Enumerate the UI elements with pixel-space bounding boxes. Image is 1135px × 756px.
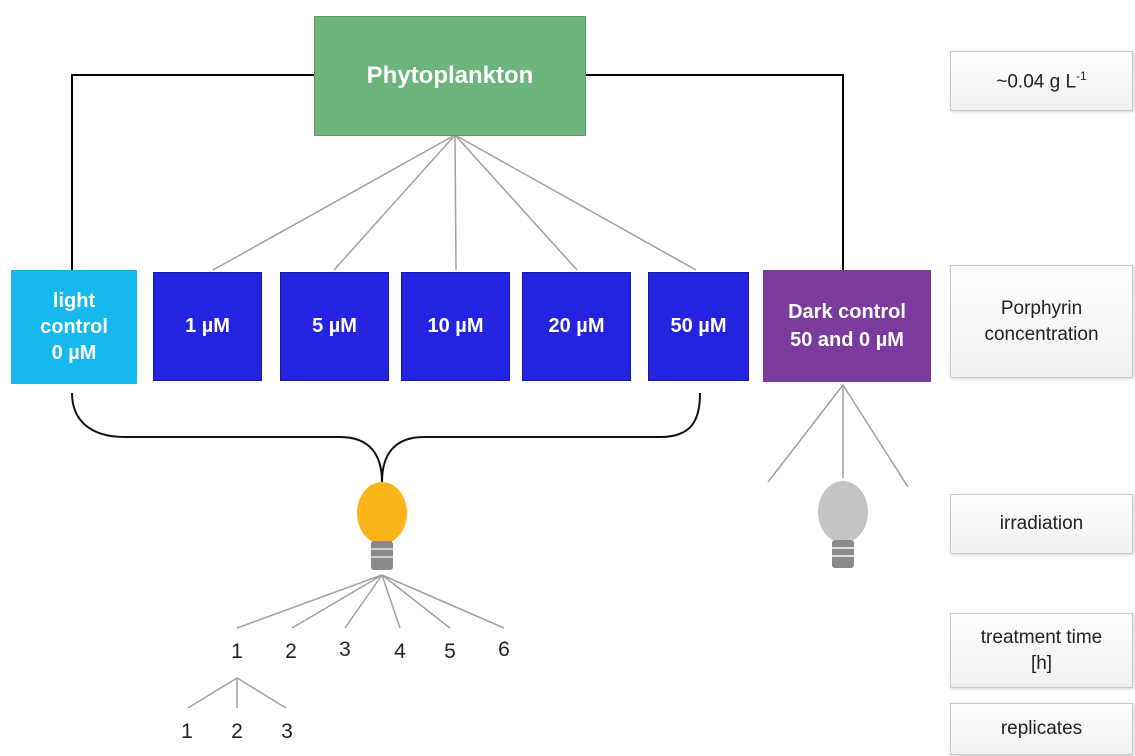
porphyrin-line-2: concentration [984,323,1099,345]
treatment-time-4: 4 [394,640,406,663]
phytoplankton-box: Phytoplankton [314,16,586,136]
fan-lines-replicates [187,677,287,709]
irradiation-label: irradiation [950,494,1133,554]
treatment-time-1: 1 [231,640,243,663]
treatment-time-3: 3 [339,638,351,661]
treatment-time-line-2: [h] [1030,652,1053,674]
concentration-label: 10 µM [427,315,484,337]
connector-top-left [71,74,315,270]
porphyrin-concentration-label: Porphyrin concentration [950,265,1133,378]
treatment-time-6: 6 [498,638,510,661]
concentration-box-5: 5 µM [280,272,389,381]
treatment-time-5: 5 [444,640,456,663]
concentration-label: 1 µM [185,315,230,337]
fan-lines-concentration [212,134,697,271]
replicate-1: 1 [181,720,193,743]
phytoplankton-concentration-label: ~0.04 g L-1 [950,51,1133,111]
porphyrin-line-1: Porphyrin [1000,297,1083,319]
dark-control-line-1: Dark control [788,301,906,323]
light-control-box: light control 0 µM [11,270,137,384]
concentration-label: 20 µM [548,315,605,337]
light-group-brace [71,392,701,483]
replicates-text: replicates [1000,718,1083,740]
concentration-label: 50 µM [670,315,727,337]
phytoplankton-label: Phytoplankton [366,62,534,89]
replicates-label: replicates [950,703,1133,755]
connector-top-right [585,74,844,270]
light-control-line-3: 0 µM [51,342,97,364]
irradiation-text: irradiation [999,513,1084,535]
light-bulb-icon [357,482,407,570]
concentration-box-20: 20 µM [522,272,631,381]
replicate-2: 2 [231,720,243,743]
fan-lines-treatment-time [236,574,505,629]
concentration-box-1: 1 µM [153,272,262,381]
fan-lines-dark [767,384,909,488]
concentration-unit-exponent: -1 [1076,68,1087,83]
concentration-value: ~0.04 g L [996,70,1077,92]
treatment-time-label: treatment time [h] [950,613,1133,688]
replicate-3: 3 [281,720,293,743]
concentration-box-50: 50 µM [648,272,749,381]
concentration-label: 5 µM [312,315,357,337]
light-control-line-1: light [52,290,96,312]
treatment-time-line-1: treatment time [980,626,1103,648]
dark-bulb-icon [818,481,868,568]
dark-control-box: Dark control 50 and 0 µM [763,270,931,382]
concentration-box-10: 10 µM [401,272,510,381]
dark-control-line-2: 50 and 0 µM [790,329,904,351]
light-control-line-2: control [40,316,108,338]
treatment-time-2: 2 [285,640,297,663]
